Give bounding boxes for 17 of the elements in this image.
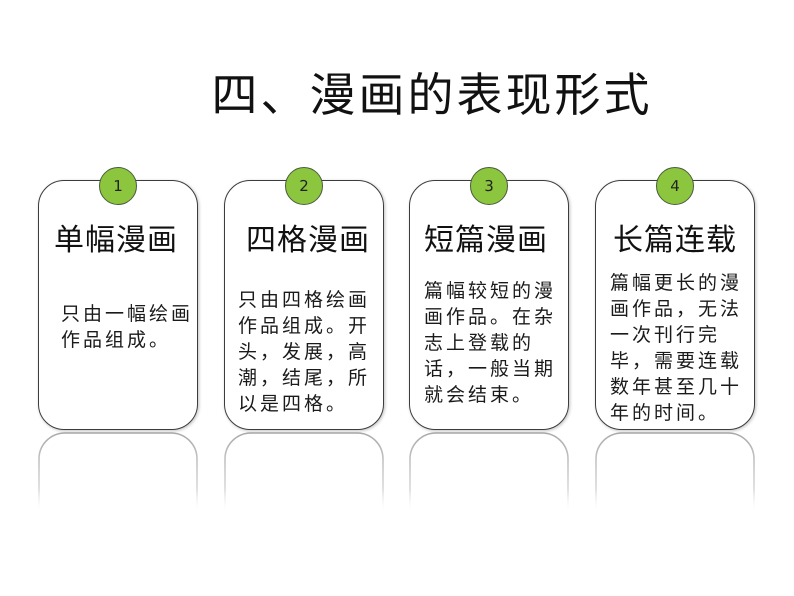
card (224, 180, 384, 430)
card-description: 只由四格绘画作品组成。开头，发展，高潮，结尾，所以是四格。 (238, 288, 371, 417)
card (38, 180, 198, 430)
card-description: 篇幅更长的漫画作品，无法一次刊行完毕，需要连载数年甚至几十年的时间。 (610, 271, 743, 426)
number-badge: 3 (470, 167, 508, 205)
number-badge: 2 (285, 167, 323, 205)
card-description: 只由一幅绘画作品组成。 (61, 302, 194, 353)
card-heading: 短篇漫画 (424, 222, 548, 260)
card (595, 180, 755, 430)
card-heading: 长篇连载 (613, 222, 737, 260)
number-badge: 4 (656, 167, 694, 205)
card-description: 篇幅较短的漫画作品。在杂志上登载的话，一般当期就会结束。 (424, 279, 557, 408)
number-badge: 1 (99, 167, 137, 205)
card-heading: 单幅漫画 (54, 222, 178, 260)
card (409, 180, 569, 430)
card-heading: 四格漫画 (246, 222, 370, 260)
title: 四、漫画的表现形式 (212, 67, 652, 124)
